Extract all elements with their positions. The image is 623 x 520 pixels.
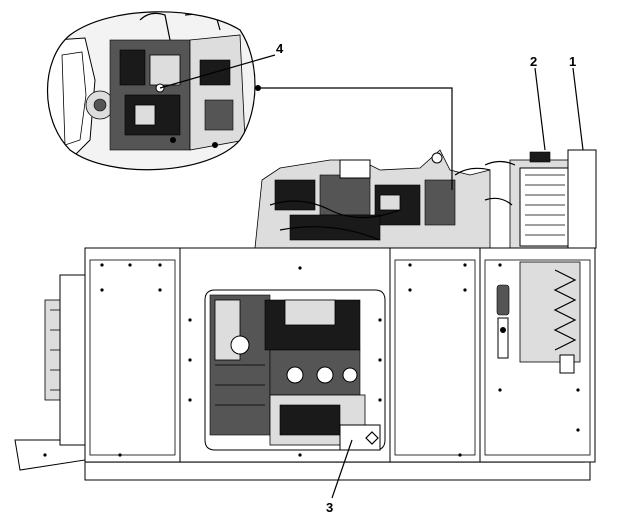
callout-4: 4 (276, 41, 284, 56)
leader-line-4 (159, 54, 276, 89)
detail-inset-view (46, 11, 256, 171)
callout-2: 2 (530, 54, 537, 69)
inset-connector-line (258, 87, 453, 190)
connector-dot (255, 85, 261, 91)
callout-1: 1 (569, 54, 576, 69)
frame-bolts (43, 263, 580, 457)
callout-labels: 1 2 3 4 (276, 41, 576, 515)
engine-block-through-window (209, 294, 381, 451)
leader-line-2 (534, 67, 546, 151)
leader-line-3 (331, 439, 353, 499)
callout-3: 3 (326, 500, 333, 515)
engine-top-assembly (254, 149, 491, 249)
leader-line-1 (572, 67, 584, 151)
leader-lines (159, 54, 584, 499)
radiator-lower-and-filter (496, 261, 581, 374)
radiator-assembly (484, 149, 597, 249)
